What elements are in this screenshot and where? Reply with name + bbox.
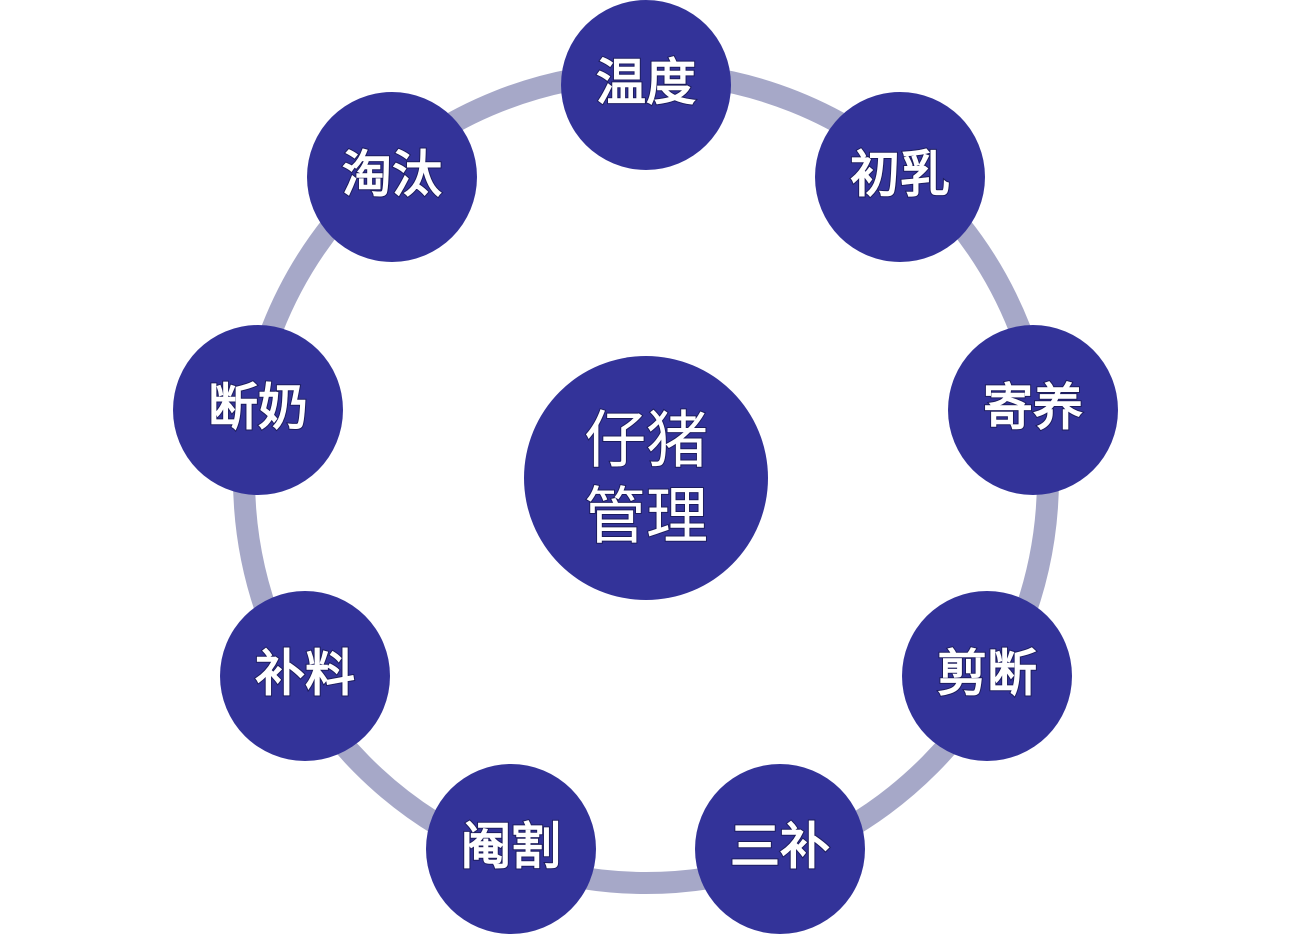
cycle-node-culling: 淘汰 — [307, 92, 477, 262]
cycle-node-label: 寄养 — [983, 378, 1083, 437]
cycle-node-circle — [426, 764, 596, 934]
cycle-node-label: 温度 — [596, 53, 696, 112]
cycle-node-label: 补料 — [255, 644, 355, 703]
cycle-node-label: 断奶 — [208, 378, 308, 437]
cycle-node-weaning: 断奶 — [173, 325, 343, 495]
cycle-node-circle — [948, 325, 1118, 495]
cycle-node-label: 三补 — [730, 817, 830, 876]
cycle-node-colostrum: 初乳 — [815, 92, 985, 262]
cycle-node-circle — [173, 325, 343, 495]
cycle-node-label: 剪断 — [937, 644, 1037, 703]
cycle-node-label: 阉割 — [461, 817, 561, 876]
center-label-line2: 管理 — [584, 480, 708, 553]
cycle-node-circle — [695, 764, 865, 934]
center-label-line1: 仔猪 — [584, 404, 708, 477]
cycle-node-circle — [307, 92, 477, 262]
cycle-node-fostering: 寄养 — [948, 325, 1118, 495]
cycle-node-circle — [902, 591, 1072, 761]
cycle-node-temperature: 温度 — [561, 0, 731, 170]
cycle-node-creep-feed: 补料 — [220, 591, 390, 761]
center-circle — [524, 356, 768, 600]
cycle-node-circle — [220, 591, 390, 761]
cycle-node-castration: 阉割 — [426, 764, 596, 934]
cycle-node-three-supplements: 三补 — [695, 764, 865, 934]
cycle-node-circle — [561, 0, 731, 170]
cycle-node-label: 淘汰 — [342, 145, 442, 204]
center-node: 仔猪 管理 — [524, 356, 768, 600]
cycle-node-circle — [815, 92, 985, 262]
cycle-node-label: 初乳 — [850, 145, 950, 204]
cycle-node-clipping: 剪断 — [902, 591, 1072, 761]
